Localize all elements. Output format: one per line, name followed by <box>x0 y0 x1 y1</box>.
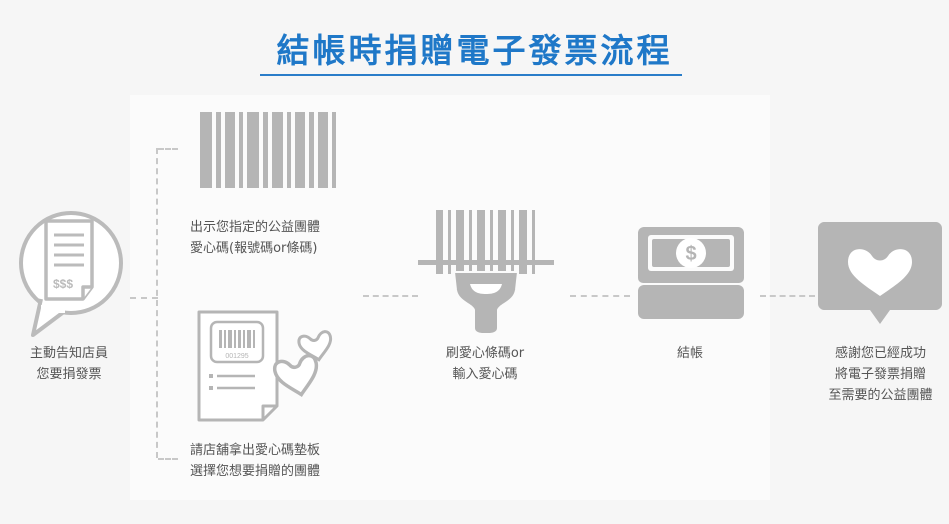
connector-branch-vertical <box>156 148 158 458</box>
option-barcode-line2: 愛心碼(報號碼or條碼) <box>190 241 318 256</box>
option-barcode-line1: 出示您指定的公益團體 <box>190 220 321 235</box>
step-start-label: 主動告知店員 您要捐發票 <box>8 343 130 385</box>
option-board-label: 請店舖拿出愛心碼墊板 選擇您想要捐贈的團體 <box>190 440 320 482</box>
board-card-number: 001295 <box>225 353 248 360</box>
step-thanks-line1: 感謝您已經成功 <box>834 346 926 361</box>
option-board-line1: 請店舖拿出愛心碼墊板 <box>190 443 321 458</box>
heart-message-icon <box>818 222 942 324</box>
connector-branch-top <box>158 148 178 150</box>
page-title: 結帳時捐贈電子發票流程 <box>276 31 673 70</box>
step-checkout-label: 結帳 <box>640 343 740 364</box>
option-board-line2: 選擇您想要捐贈的團體 <box>190 464 321 479</box>
love-code-board-icon: 001295 <box>197 310 333 422</box>
speech-bubble-receipt-icon: $$$ <box>19 211 123 337</box>
step-scan-label: 刷愛心條碼or 輸入愛心碼 <box>420 343 550 385</box>
connector-to-thanks <box>760 295 815 297</box>
option-barcode-label: 出示您指定的公益團體 愛心碼(報號碼or條碼) <box>190 217 320 259</box>
connector-start-branch <box>130 297 158 299</box>
money-stack-icon: $ <box>638 227 744 319</box>
money-dollar-text: $ <box>685 243 696 265</box>
step-scan-line1: 刷愛心條碼or <box>445 346 525 361</box>
title-underline <box>260 74 682 76</box>
step-start-line1: 主動告知店員 <box>29 346 108 361</box>
step-scan-line2: 輸入愛心碼 <box>452 367 518 382</box>
barcode-scanner-icon <box>418 210 554 335</box>
step-thanks-label: 感謝您已經成功 將電子發票捐贈 至需要的公益團體 <box>808 343 949 406</box>
barcode-icon <box>200 112 336 188</box>
step-thanks-line2: 將電子發票捐贈 <box>834 367 926 382</box>
connector-to-checkout <box>570 295 630 297</box>
step-start-line2: 您要捐發票 <box>36 367 102 382</box>
step-checkout-line1: 結帳 <box>676 346 703 361</box>
step-thanks-line3: 至需要的公益團體 <box>828 388 933 403</box>
connector-branch-bottom <box>158 458 178 460</box>
receipt-price-text: $$$ <box>53 277 73 291</box>
connector-to-scan <box>363 295 418 297</box>
